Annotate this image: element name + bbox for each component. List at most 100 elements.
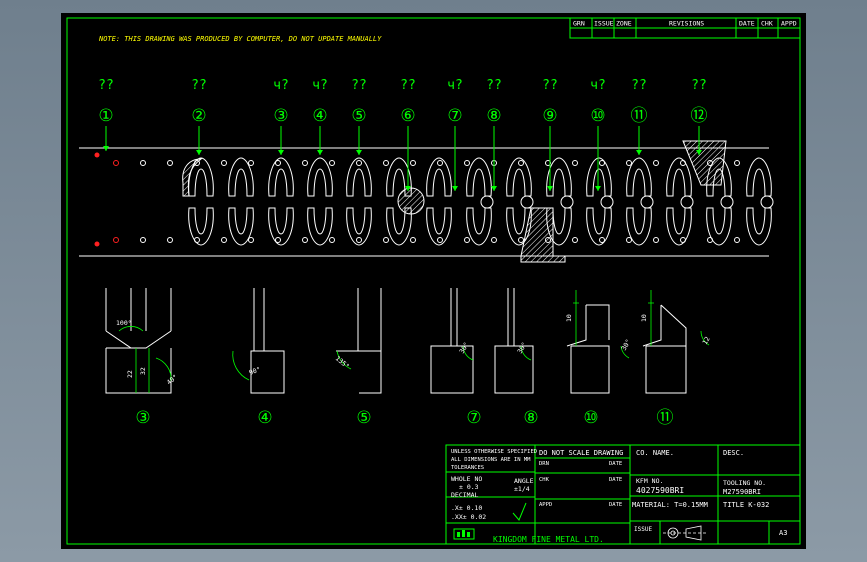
station-number: ④ [312,106,327,126]
strip-part-bottom [268,207,294,246]
pilot-hole [302,237,308,243]
rev-header-chk: CHK [761,20,773,28]
dimension-line [232,350,250,381]
tb-chk: CHK [539,477,550,483]
pilot-hole-start [94,152,100,158]
tb-decimal: DECIMAL [451,491,478,499]
dim-32: 32 [139,367,147,375]
tb-angle: ANGLE [514,477,534,485]
tb-tol-line2: ALL DIMENSIONS ARE IN MM [451,457,531,463]
station-label: ч? [273,78,289,93]
hatched-cut-12 [682,140,727,186]
pilot-hole [383,237,389,243]
tb-xx-tolerance: .XX± 0.02 [451,513,486,521]
pilot-hole [734,237,740,243]
station-number: ⑫ [691,106,708,126]
pilot-hole [437,237,443,243]
station-label: ?? [191,78,207,93]
dimension-line [135,348,150,393]
section-dimensions: 100° 22 32 40° 90° 135° 30° 30° 10 30° 1… [116,314,712,386]
station-number: ⑤ [351,106,366,126]
formed-eye [640,195,654,209]
section-label: ⑧ [523,408,538,428]
tb-tooling-value: M27590BRI [723,488,761,496]
dim-30deg-8: 30° [516,341,529,355]
pilot-hole [626,237,632,243]
pilot-hole [275,160,281,166]
strip-part-top [466,157,492,197]
strip-part-bottom [228,207,254,246]
strip-part-top [307,157,333,197]
tb-kfm-value: 4027590BRI [636,486,684,495]
strip-part-bottom [466,207,492,246]
pilot-hole [626,160,632,166]
arrow-down-icon [547,186,553,191]
drawing-sheet: GRN ISSUE ZONE REVISIONS DATE CHK APPD N… [61,13,806,549]
formed-eye [600,195,614,209]
pilot-hole [491,237,497,243]
dim-90deg: 90° [248,365,262,377]
strip-layout: ??①??②ч?③ч?④??⑤??⑥ч?⑦??⑧??⑨ч?⑩??⑪??⑫ [79,78,774,263]
pilot-hole-start [94,241,100,247]
section-outline [430,288,474,394]
dim-40deg: 40° [165,373,179,387]
tb-date-3: DATE [609,502,622,508]
station-number: ③ [273,106,288,126]
pilot-hole [734,160,740,166]
rev-header-issue: ISSUE [594,20,614,28]
rev-header-zone: ZONE [616,20,632,28]
pilot-hole [356,160,362,166]
strip-part-bottom [666,207,692,246]
station-label: ч? [447,78,463,93]
tb-whole-no: WHOLE NO [451,475,482,483]
dim-12-sec11: 12 [701,335,712,346]
dimension-line [462,345,474,361]
tb-x-tolerance: .X± 0.10 [451,504,482,512]
section-label: ⑤ [356,408,371,428]
dim-135deg: 135° [334,354,351,370]
strip-part-bottom [626,207,652,246]
dimension-line [118,326,144,332]
tb-sheet-size: A3 [779,529,787,537]
pilot-hole [140,160,146,166]
arrow-down-icon [196,150,202,155]
dimension-line [648,290,654,346]
hatched-blank-2 [182,158,203,197]
pilot-hole [410,160,416,166]
formed-eye [480,195,494,209]
section-label: ⑪ [657,408,674,428]
drawing-note: NOTE: THIS DRAWING WAS PRODUCED BY COMPU… [98,35,382,43]
arrow-down-icon [452,186,458,191]
pilot-hole [356,237,362,243]
strip-part-top [346,157,372,197]
dimension-line [520,345,532,361]
pilot-hole [653,237,659,243]
drawing-border [66,17,801,545]
station-number: ⑨ [542,106,557,126]
dimension-line [155,357,172,382]
strip-part-bottom [586,207,612,246]
strip-part-bottom [307,207,333,246]
strip-part-top [228,157,254,197]
section-outline [336,288,382,394]
pilot-hole [572,160,578,166]
projection-symbol-icon [663,525,707,541]
strip-part-bottom [706,207,732,246]
pilot-hole [410,237,416,243]
pilot-hole [518,237,524,243]
pilot-hole [464,237,470,243]
section-outline [642,304,687,394]
station-label: ?? [542,78,558,93]
station-label: ч? [312,78,328,93]
pilot-hole [518,160,524,166]
pilot-hole [599,237,605,243]
station-label: ?? [351,78,367,93]
tb-tol-line3: TOLERANCES [451,465,484,471]
formed-eye [520,195,534,209]
arrow-down-icon [278,150,284,155]
strip-part-top [586,157,612,197]
revision-table [569,17,801,39]
station-label: ?? [486,78,502,93]
strip-part-top [426,157,452,197]
rev-header-grn: GRN [573,20,585,28]
